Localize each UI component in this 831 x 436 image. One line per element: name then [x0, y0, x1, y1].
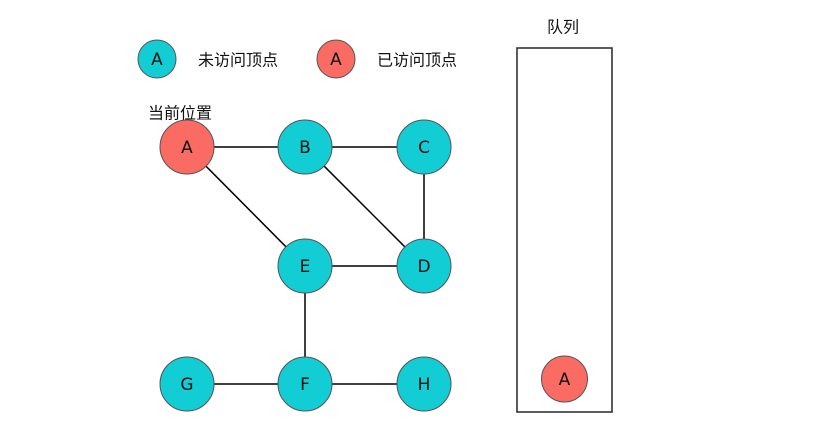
- queue-title: 队列: [547, 18, 579, 37]
- node-label-e: E: [300, 257, 311, 277]
- graph-node-d[interactable]: D: [396, 238, 452, 294]
- node-circle-c[interactable]: [396, 119, 452, 175]
- graph-node-f[interactable]: F: [277, 356, 333, 412]
- node-label-c: C: [418, 138, 430, 158]
- legend-unvisited-text: 未访问顶点: [198, 51, 278, 70]
- node-label-d: D: [417, 257, 430, 277]
- legend-unvisited-node-icon: [137, 39, 177, 79]
- graph-node-a[interactable]: A: [159, 119, 215, 175]
- graph-node-c[interactable]: C: [396, 119, 452, 175]
- node-label-g: G: [180, 375, 193, 395]
- current-position-label: 当前位置: [148, 104, 212, 123]
- legend-visited-text: 已访问顶点: [377, 51, 457, 70]
- queue-container: [516, 47, 613, 413]
- node-circle-e[interactable]: [277, 238, 333, 294]
- node-circle-a[interactable]: [159, 119, 215, 175]
- node-circle-g[interactable]: [159, 356, 215, 412]
- node-circle-b[interactable]: [277, 119, 333, 175]
- queue-item-circle[interactable]: [541, 355, 588, 403]
- legend-visited-node-icon: [316, 39, 356, 79]
- queue-item[interactable]: A: [541, 355, 588, 403]
- node-circle-f[interactable]: [277, 356, 333, 412]
- graph-nodes: A B C D E F G H: [159, 119, 452, 412]
- legend: A 未访问顶点 A 已访问顶点: [137, 39, 457, 79]
- legend-visited-node-label: A: [330, 50, 342, 70]
- graph-edge: [323, 165, 406, 248]
- graph-node-g[interactable]: G: [159, 356, 215, 412]
- queue-items: A: [541, 355, 588, 403]
- graph-node-b[interactable]: B: [277, 119, 333, 175]
- graph-node-h[interactable]: H: [396, 356, 452, 412]
- node-circle-h[interactable]: [396, 356, 452, 412]
- node-label-f: F: [300, 375, 310, 395]
- node-label-a: A: [181, 138, 193, 158]
- queue-panel: 队列 A: [516, 18, 613, 413]
- node-circle-d[interactable]: [396, 238, 452, 294]
- node-label-b: B: [299, 138, 311, 158]
- graph-edge: [205, 165, 287, 248]
- graph-node-e[interactable]: E: [277, 238, 333, 294]
- queue-item-label: A: [559, 370, 571, 390]
- node-label-h: H: [418, 375, 431, 395]
- legend-unvisited-node-label: A: [151, 50, 163, 70]
- graph-edges: [205, 146, 425, 385]
